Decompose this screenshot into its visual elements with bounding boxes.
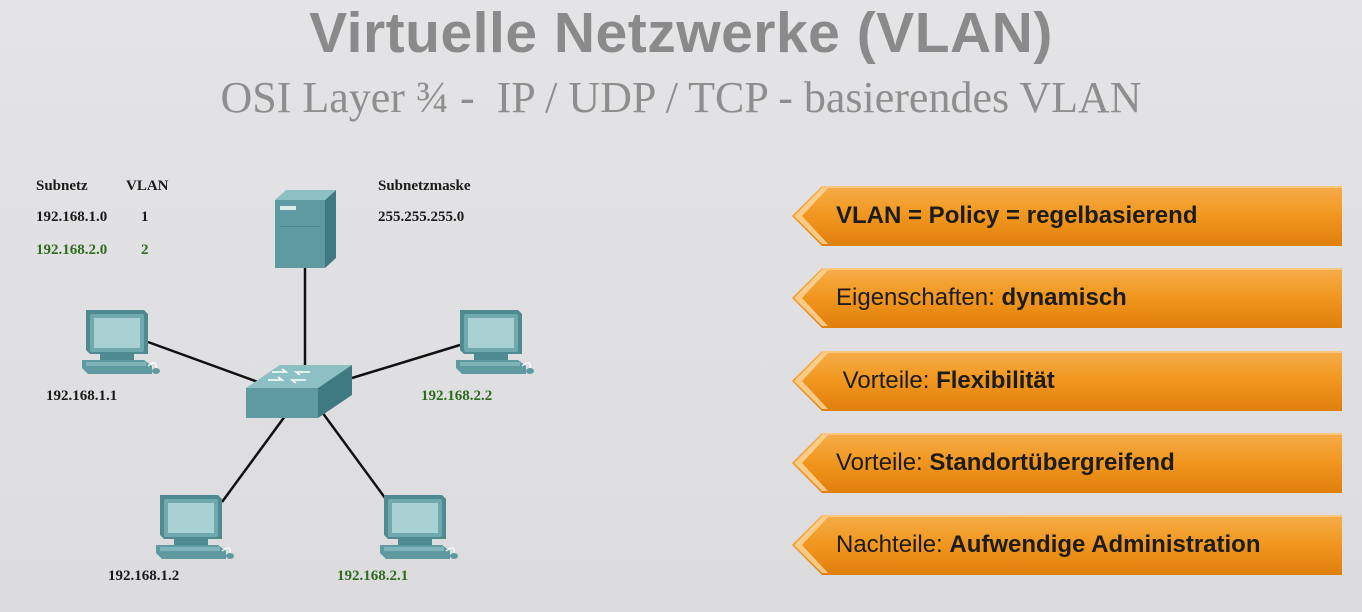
- header-subnet: Subnetz: [36, 178, 88, 194]
- arrow-label-2: Eigenschaften: dynamisch: [836, 268, 1127, 328]
- arrow-label-bold: Flexibilität: [936, 367, 1055, 394]
- link-pc-top-left: [147, 340, 259, 384]
- pc-top-right-icon: [455, 309, 535, 375]
- subnetmask-value: 255.255.255.0: [378, 209, 465, 225]
- arrow-shape: [792, 186, 1342, 246]
- network-diagram: [81, 190, 535, 560]
- arrow-label-bold: VLAN = Policy = regelbasierend: [836, 202, 1198, 229]
- header-vlan: VLAN: [126, 178, 169, 194]
- arrow-shape: [792, 268, 1342, 328]
- row-subnet-2: 192.168.2.0: [36, 242, 108, 258]
- pc-bottom-left-icon: [155, 494, 235, 560]
- arrow-label-bold: Aufwendige Administration: [949, 531, 1261, 558]
- arrow-label-prefix: Nachteile:: [836, 531, 950, 558]
- arrow-shape: [792, 351, 1342, 411]
- host-label-pc-bottom-right: 192.168.2.1: [337, 568, 409, 584]
- server-icon: [275, 190, 336, 268]
- arrow-label-3: Vorteile: Flexibilität: [836, 351, 1055, 411]
- link-pc-top-right: [351, 343, 461, 380]
- arrow-callout-1: VLAN = Policy = regelbasierend: [792, 186, 1342, 246]
- header-subnetmask: Subnetzmaske: [378, 178, 471, 194]
- switch-icon: [246, 365, 352, 418]
- arrow-label-1: VLAN = Policy = regelbasierend: [836, 186, 1197, 246]
- row-subnet-1: 192.168.1.0: [36, 209, 108, 225]
- arrow-label-prefix: Vorteile:: [836, 367, 937, 394]
- arrow-callout-3: Vorteile: Flexibilität: [792, 351, 1342, 411]
- arrow-callout-5: Nachteile: Aufwendige Administration: [792, 515, 1342, 575]
- host-label-pc-bottom-left: 192.168.1.2: [108, 568, 180, 584]
- page-subtitle: OSI Layer ¾ - IP / UDP / TCP - basierend…: [220, 73, 1142, 122]
- arrow-label-bold: Standortübergreifend: [929, 449, 1175, 476]
- arrow-label-bold: dynamisch: [1001, 284, 1127, 311]
- host-label-pc-top-left: 192.168.1.1: [46, 388, 118, 404]
- arrow-label-4: Vorteile: Standortübergreifend: [836, 433, 1175, 493]
- arrow-label-5: Nachteile: Aufwendige Administration: [836, 515, 1261, 575]
- arrow-label-prefix: Vorteile:: [836, 449, 930, 476]
- arrow-shape: [792, 515, 1342, 575]
- arrow-label-prefix: Eigenschaften:: [836, 284, 1002, 311]
- pc-bottom-right-icon: [379, 494, 459, 560]
- row-vlan-1: 1: [141, 209, 149, 225]
- link-pc-bottom-right: [320, 411, 390, 503]
- host-label-pc-top-right: 192.168.2.2: [421, 388, 493, 404]
- arrow-callout-4: Vorteile: Standortübergreifend: [792, 433, 1342, 493]
- link-pc-bottom-left: [220, 411, 290, 503]
- row-vlan-2: 2: [141, 242, 149, 258]
- arrow-shape: [792, 433, 1342, 493]
- arrow-callout-2: Eigenschaften: dynamisch: [792, 268, 1342, 328]
- page-title: Virtuelle Netzwerke (VLAN): [309, 1, 1053, 65]
